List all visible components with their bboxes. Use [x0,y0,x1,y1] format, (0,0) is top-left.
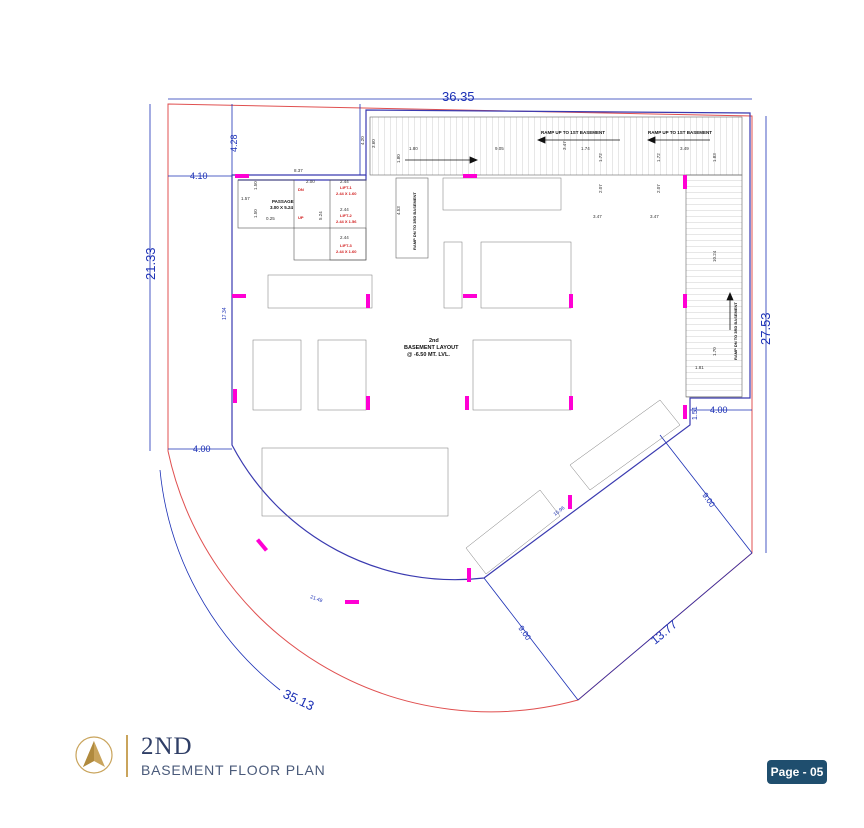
sdim-e: 2.44 [340,207,349,212]
direction-arrows [405,136,734,330]
sdim-s: 1.72 [598,153,603,162]
stair-dn-label: DN [298,187,304,192]
dim-diag-b: 9.00 [516,624,533,642]
sdim-f: 2.44 [340,235,349,240]
layout-label-3: @ -6.50 MT. LVL. [407,352,450,358]
sdim-x: 1.72 [656,153,661,162]
stair-up-label: UP [298,215,304,220]
dim-bottom-arc: 35.13 [281,686,317,713]
dim-left-offset: 4.10 [190,171,208,181]
sdim-h: 1.57 [241,196,250,201]
dim-right-notch: 4.00 [710,405,728,415]
sdim-j: 0.25 [266,216,275,221]
sdim-r: 1.74 [581,146,590,151]
sdim-v: 3.47 [650,214,659,219]
dim-right: 27.53 [758,312,773,345]
ramp-top [369,116,743,176]
ramp-up-label-2: RAMP UP TO 1ST BASEMENT [648,130,712,135]
sdim-ab: 1.70 [712,347,717,356]
sdim-a: 4.20 [360,136,365,145]
sdim-aa: 10.24 [712,250,717,262]
parking-bays [252,177,681,575]
sdim-b: 8.37 [294,168,303,173]
ramp-down-label-left: RAMP DN TO 3RD BASEMENT [412,192,417,250]
dim-upper-left: 4.28 [229,134,239,152]
ramp-left-down [395,177,429,259]
lift3-label-b: 2.44 X 1.60 [336,249,357,254]
sdim-i: 1.50 [253,209,258,218]
lift1-label-a: LIFT-1 [340,185,353,190]
lift1-label-b: 2.44 X 1.60 [336,191,357,196]
dim-right-notch-small: 1.51 [692,406,699,420]
sdim-l: 4.53 [396,206,401,215]
layout-label-1: 2nd [429,338,439,344]
page-subtitle: BASEMENT FLOOR PLAN [141,762,326,778]
lift3-label-a: LIFT-3 [340,243,353,248]
layout-label-2: BASEMENT LAYOUT [404,345,459,351]
sdim-o: 1.80 [409,146,418,151]
sdim-w: 3.49 [680,146,689,151]
passage-label-1: PASSAGE [272,199,294,204]
dim-bottom-right: 13.77 [648,617,680,647]
dim-inner-arc: 21.49 [309,594,323,604]
ramp-up-label-1: RAMP UP TO 1ST BASEMENT [541,130,605,135]
dimension-lines [149,98,767,701]
lift2-label-b: 2.44 X 1.56 [336,219,357,224]
sdim-u: 3.47 [593,214,602,219]
column-markers [232,174,687,604]
page-title: 2ND [141,733,193,760]
sdim-d: 2.44 [340,179,349,184]
dim-left: 21.33 [143,247,158,280]
sdim-z: 1.83 [712,153,717,162]
plot-boundary [167,103,753,713]
passage-label-2: 3.00 X 5.24 [270,205,294,210]
sdim-t: 2.07 [598,184,603,193]
sdim-c: 2.00 [306,179,315,184]
sdim-p: 9.05 [495,146,504,151]
ramp-right [685,174,743,398]
sdim-n: 1.80 [396,154,401,163]
page-number-badge: Page - 05 [767,760,827,784]
sdim-q: 3.47 [562,141,567,150]
sdim-k: 5.24 [318,211,323,220]
sdim-g: 1.50 [253,181,258,190]
dim-lower-left: 4.00 [193,444,211,454]
ramp-down-label-right: RAMP DN TO 3RD BASEMENT [733,302,738,360]
lift-core [237,179,367,261]
sdim-m: 3.60 [371,139,376,148]
company-logo-icon [75,736,113,774]
dim-diag-a: 9.00 [700,491,717,509]
dim-top: 36.35 [442,89,475,104]
footer-divider [126,735,128,777]
sdim-ac: 1.81 [695,365,704,370]
lift2-label-a: LIFT-2 [340,213,353,218]
dim-inner-left: 17.34 [222,307,228,320]
sdim-y: 2.07 [656,184,661,193]
